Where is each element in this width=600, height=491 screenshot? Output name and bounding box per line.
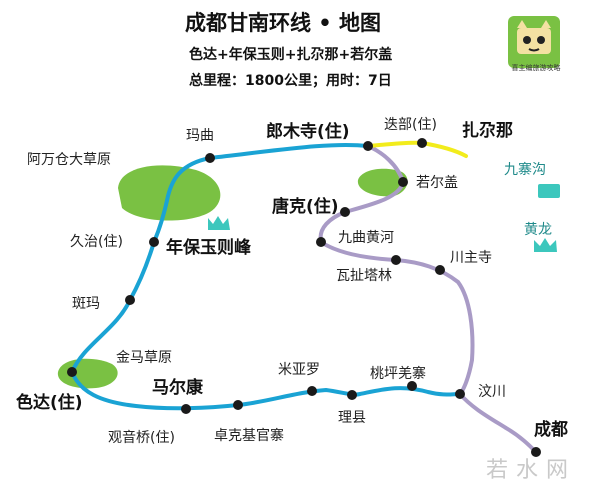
label-maerkang: 马尔康 bbox=[152, 378, 203, 398]
stop-lixian bbox=[347, 390, 357, 400]
stop-seda bbox=[67, 367, 77, 377]
watermark: 若水网 bbox=[486, 458, 577, 483]
label-banma: 斑玛 bbox=[72, 296, 100, 312]
label-seda: 色达(住) bbox=[16, 393, 83, 413]
label-miyaluo: 米亚罗 bbox=[278, 362, 320, 378]
stop-miyaluo bbox=[307, 386, 317, 396]
label-langmusi: 郎木寺(住) bbox=[266, 122, 350, 142]
label-nianbao: 年保玉则峰 bbox=[166, 238, 251, 258]
map-title: 成都甘南环线 • 地图 bbox=[185, 11, 382, 35]
stop-ruoergai bbox=[398, 177, 408, 187]
label-taoping: 桃坪羌寨 bbox=[370, 366, 426, 382]
label-ruoergai: 若尔盖 bbox=[416, 175, 458, 191]
label-tangke: 唐克(住) bbox=[272, 197, 339, 217]
label-guanyinqiao: 观音桥(住) bbox=[108, 430, 175, 446]
logo-text: 喜主编旅游攻略 bbox=[511, 64, 561, 72]
label-awancang: 阿万仓大草原 bbox=[27, 152, 111, 168]
label-zhagana: 扎尕那 bbox=[462, 121, 513, 141]
stop-chengdu bbox=[531, 447, 541, 457]
route-blue bbox=[70, 142, 462, 411]
stop-madang bbox=[205, 153, 215, 163]
scenic-huanglong bbox=[534, 238, 557, 252]
label-wenchuan: 汶川 bbox=[478, 384, 506, 400]
label-madang: 玛曲 bbox=[186, 128, 214, 144]
stop-jiuqu bbox=[316, 237, 326, 247]
label-chengdu: 成都 bbox=[534, 420, 568, 440]
label-jinma: 金马草原 bbox=[116, 350, 172, 366]
label-zhuoke: 卓克基官寨 bbox=[214, 428, 284, 444]
label-huanglong: 黄龙 bbox=[524, 222, 552, 238]
stop-taoping bbox=[407, 381, 417, 391]
stop-diebu bbox=[417, 138, 427, 148]
scenic-jiuzhaigou bbox=[538, 184, 560, 198]
stop-wenchuan bbox=[455, 389, 465, 399]
label-jiuzhaigou: 九寨沟 bbox=[504, 162, 546, 178]
stop-langmusi bbox=[363, 141, 373, 151]
stop-guanyinqiao bbox=[181, 404, 191, 414]
label-lixian: 理县 bbox=[338, 410, 366, 426]
stop-banma bbox=[125, 295, 135, 305]
label-jiuzhi: 久治(住) bbox=[70, 234, 123, 250]
label-jiuqu: 九曲黄河 bbox=[338, 230, 394, 246]
label-diebu: 迭部(住) bbox=[384, 117, 437, 133]
stop-chuanzhu bbox=[435, 265, 445, 275]
grassland-jinma bbox=[57, 358, 118, 389]
label-chuanzhu: 川主寺 bbox=[450, 250, 492, 266]
stop-zhuoke bbox=[233, 400, 243, 410]
label-wache: 瓦扯塔林 bbox=[336, 268, 392, 284]
stop-jiuzhi bbox=[149, 237, 159, 247]
stop-wache bbox=[391, 255, 401, 265]
route-summary: 色达+年保玉则+扎尕那+若尔盖 bbox=[189, 47, 393, 63]
distance-duration: 总里程：1800公里；用时：7日 bbox=[189, 73, 392, 89]
route-purple bbox=[318, 144, 538, 454]
scenic-nianbao bbox=[208, 216, 230, 230]
stop-tangke bbox=[340, 207, 350, 217]
logo-badge bbox=[508, 16, 560, 68]
grassland-ruoergai bbox=[357, 168, 408, 197]
